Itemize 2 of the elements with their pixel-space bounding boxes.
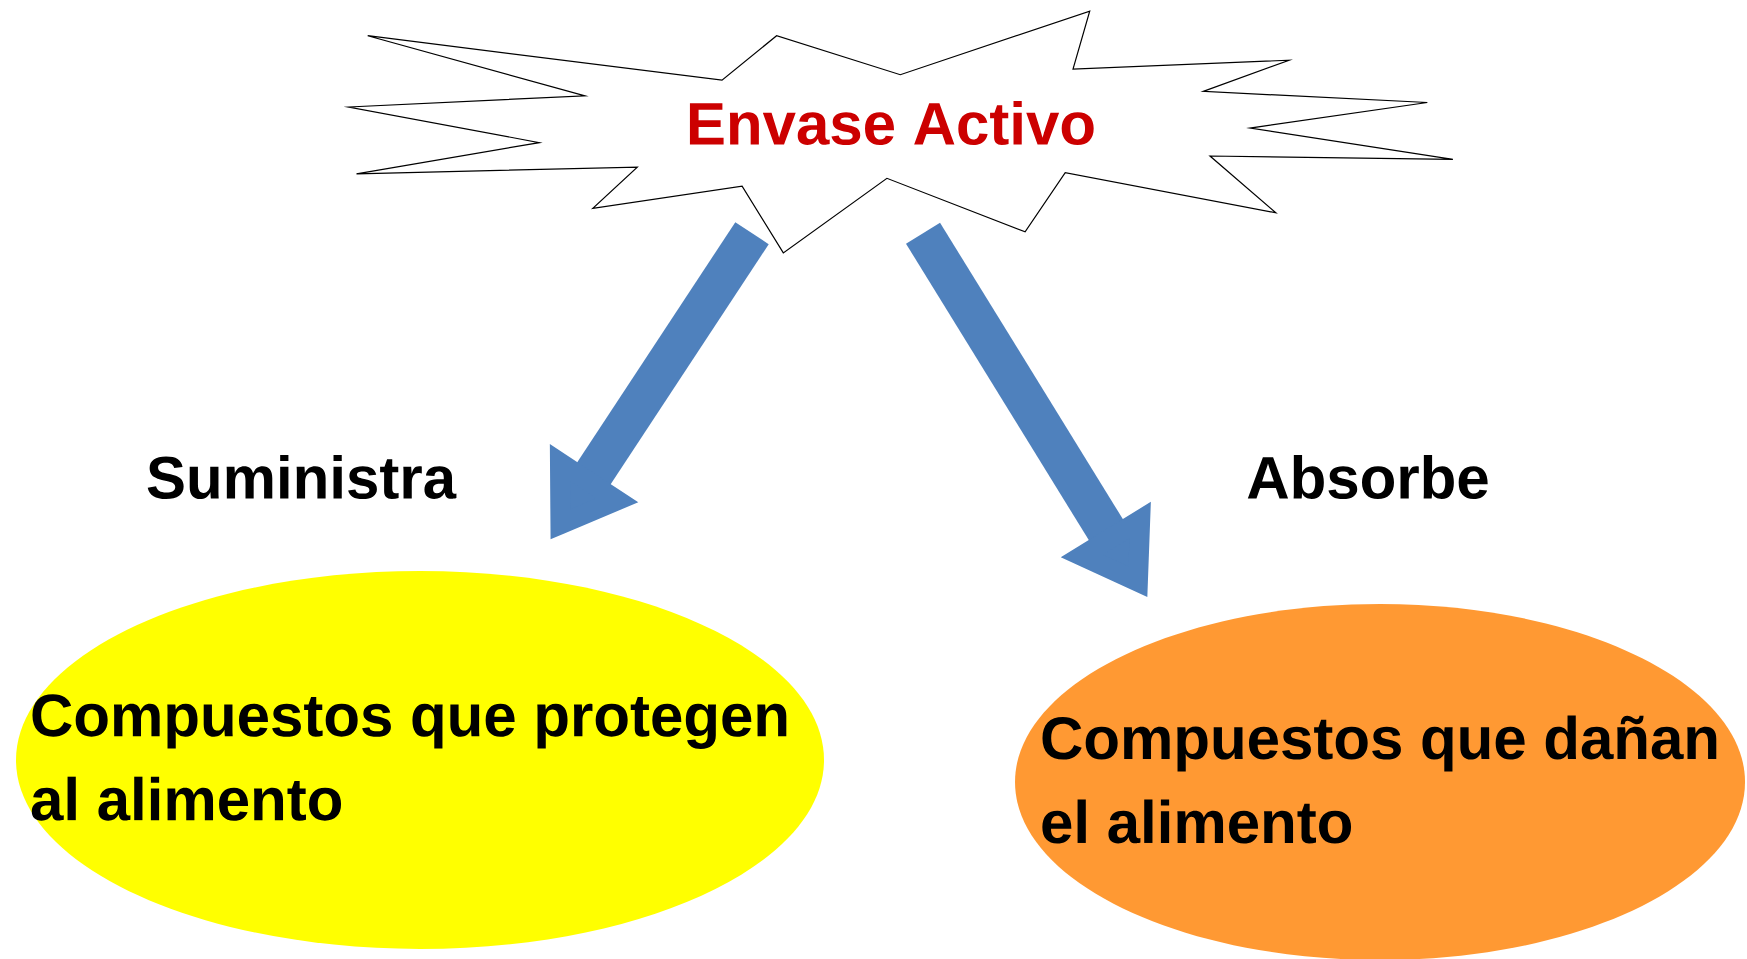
edge-label: Absorbe: [1247, 455, 1488, 500]
edge-label: Suministra: [147, 455, 457, 500]
